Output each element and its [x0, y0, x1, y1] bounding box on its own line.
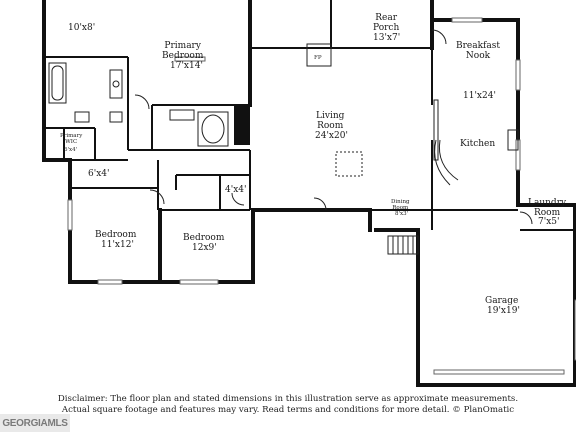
room-bedroom-left-dims: 11'x12'	[101, 240, 134, 250]
room-primary-wic-dims: 6'x4'	[64, 147, 78, 153]
fixtures	[48, 29, 533, 255]
room-primary-bedroom-name: Primary Bedroom	[162, 41, 204, 61]
closet-left-dims: 6'x4'	[88, 169, 110, 179]
logo-text: GEORGIAMLS	[2, 417, 68, 429]
room-living-room-dims: 24'x20'	[315, 131, 348, 141]
fireplace-label: FP	[314, 55, 322, 61]
georgia-mls-logo: GEORGIAMLS	[0, 414, 70, 432]
room-garage-name: Garage	[485, 296, 519, 306]
room-laundry-room-name: Laundry Room	[528, 198, 567, 218]
room-primary-bedroom-dims: 17'x14'	[170, 61, 203, 71]
room-rear-porch-dims: 13'x7'	[373, 33, 401, 43]
room-bedroom-left-name: Bedroom	[95, 230, 137, 240]
room-rear-porch-name: Rear Porch	[373, 13, 400, 33]
room-dining-room-name: Dining Room	[391, 199, 410, 212]
room-garage-dims: 19'x19'	[487, 306, 520, 316]
fireplace-hearth	[234, 105, 250, 145]
room-bedroom-mid-name: Bedroom	[183, 233, 225, 243]
room-bedroom-mid-dims: 12x9'	[192, 243, 217, 253]
windows	[67, 17, 576, 375]
interior-walls	[44, 0, 575, 231]
room-dining-room-dims: 8'x3'	[395, 211, 409, 217]
disclaimer-line-1: Disclaimer: The floor plan and stated di…	[57, 394, 519, 404]
room-kitchen-name: Kitchen	[460, 139, 496, 149]
room-primary-wic-name: Primary WIC	[60, 133, 83, 146]
room-living-room-name: Living Room	[316, 111, 345, 131]
room-top-left-dims: 10'x8'	[68, 23, 96, 33]
disclaimer-line-2: Actual square footage and features may v…	[61, 405, 515, 415]
room-breakfast-nook-dims: 11'x24'	[463, 91, 496, 101]
room-laundry-room-dims: 7'x5'	[538, 217, 560, 227]
closet-mid-dims: 4'x4'	[225, 185, 247, 195]
room-breakfast-nook-name: Breakfast Nook	[456, 41, 500, 61]
